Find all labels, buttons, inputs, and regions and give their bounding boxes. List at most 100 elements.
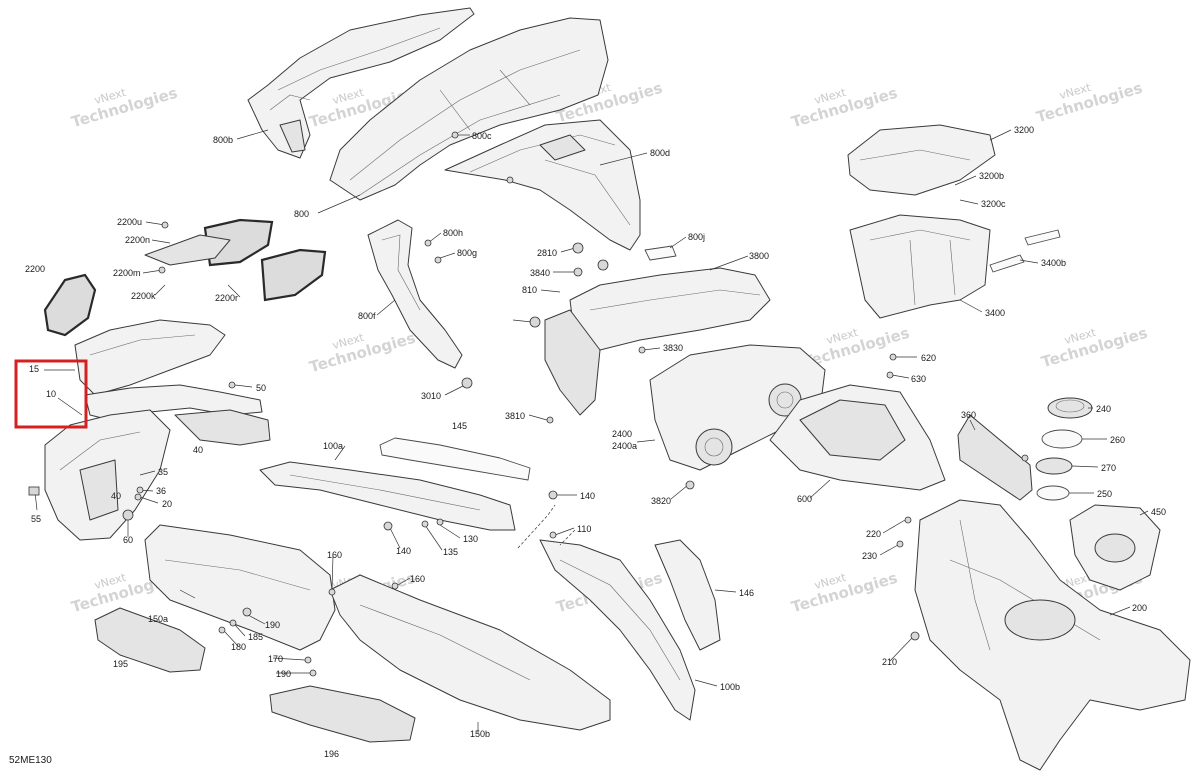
callout-3200: 3200 (1014, 125, 1034, 135)
callout-2200: 2200 (25, 264, 45, 274)
part-2400 (649, 344, 826, 471)
part-800j (644, 245, 677, 261)
callout-150a: 150a (148, 614, 168, 624)
callout-800c: 800c (472, 131, 492, 141)
callout-220: 220 (866, 529, 881, 539)
callout-270: 270 (1101, 463, 1116, 473)
callout-800: 800 (294, 209, 309, 219)
callout-196: 196 (324, 749, 339, 759)
callout-145: 145 (452, 421, 467, 431)
callout-190: 190 (265, 620, 280, 630)
diagram-code: 52ME130 (9, 755, 52, 766)
callout-3400: 3400 (985, 308, 1005, 318)
part-150a (144, 524, 336, 651)
part-3400b (989, 229, 1061, 273)
part-rings (1035, 397, 1093, 501)
callout-2200n: 2200n (125, 235, 150, 245)
part-100a (259, 461, 516, 531)
part-800b (247, 7, 475, 159)
callout-230: 230 (862, 551, 877, 561)
part-2200r (203, 218, 327, 302)
part-2200n (144, 234, 231, 266)
callout-2200k: 2200k (131, 291, 156, 301)
callout-260: 260 (1110, 435, 1125, 445)
leader-lines (34, 129, 1149, 733)
callout-800d: 800d (650, 148, 670, 158)
callout-130: 130 (463, 534, 478, 544)
callout-620: 620 (921, 353, 936, 363)
callout-3820: 3820 (651, 496, 671, 506)
callout-40: 40 (193, 445, 203, 455)
part-100b (539, 539, 696, 721)
callout-240: 240 (1096, 404, 1111, 414)
callout-100a: 100a (323, 441, 343, 451)
callout-20: 20 (162, 499, 172, 509)
part-10 (74, 319, 263, 421)
part-360 (957, 414, 1033, 501)
part-450 (1069, 504, 1161, 591)
part-600 (769, 384, 946, 491)
callout-3800: 3800 (749, 251, 769, 261)
part-200 (914, 499, 1191, 771)
callout-140: 140 (580, 491, 595, 501)
part-150b (329, 574, 611, 731)
callout-140: 140 (396, 546, 411, 556)
callout-3200b: 3200b (979, 171, 1004, 181)
callout-labels: 800b 800c 800d 800 800h 800g 800j 800f 2200u 2200… (25, 125, 1166, 759)
callout-200: 200 (1132, 603, 1147, 613)
callout-160: 160 (410, 574, 425, 584)
part-2200 (43, 273, 97, 337)
callout-185: 185 (248, 632, 263, 642)
callout-146: 146 (739, 588, 754, 598)
callout-100b: 100b (720, 682, 740, 692)
callout-630: 630 (911, 374, 926, 384)
part-40 (174, 409, 271, 446)
callout-160: 160 (327, 550, 342, 560)
callout-55: 55 (31, 514, 41, 524)
callout-2200m: 2200m (113, 268, 141, 278)
callout-36: 36 (156, 486, 166, 496)
callout-3840: 3840 (530, 268, 550, 278)
callout-800g: 800g (457, 248, 477, 258)
callout-110: 110 (577, 524, 591, 534)
callout-3400b: 3400b (1041, 258, 1066, 268)
part-146 (654, 539, 721, 651)
part-3800 (544, 267, 771, 416)
fasteners (28, 131, 1029, 677)
callout-3810: 3810 (505, 411, 525, 421)
callout-150b: 150b (470, 729, 490, 739)
callout-50: 50 (256, 383, 266, 393)
callout-10: 10 (46, 389, 56, 399)
callout-190: 190 (276, 669, 291, 679)
callout-170: 170 (268, 654, 283, 664)
callout-800h: 800h (443, 228, 463, 238)
callout-800f: 800f (358, 311, 376, 321)
callout-195: 195 (113, 659, 128, 669)
part-195 (94, 607, 206, 673)
callout-15: 15 (29, 364, 39, 374)
part-3200 (847, 124, 996, 196)
callout-800b: 800b (213, 135, 233, 145)
part-800 (329, 17, 609, 201)
part-196 (269, 685, 416, 743)
callout-2200u: 2200u (117, 217, 142, 227)
part-145 (379, 437, 531, 481)
callout-210: 210 (882, 657, 897, 667)
part-3400 (849, 214, 991, 319)
callout-360: 360 (961, 410, 976, 420)
callout-3200c: 3200c (981, 199, 1006, 209)
callout-2810: 2810 (537, 248, 557, 258)
callout-135: 135 (443, 547, 458, 557)
callout-60: 60 (123, 535, 133, 545)
part-55 (44, 409, 171, 541)
callout-40: 40 (111, 491, 121, 501)
callout-800j: 800j (688, 232, 705, 242)
highlight-box (14, 359, 88, 429)
